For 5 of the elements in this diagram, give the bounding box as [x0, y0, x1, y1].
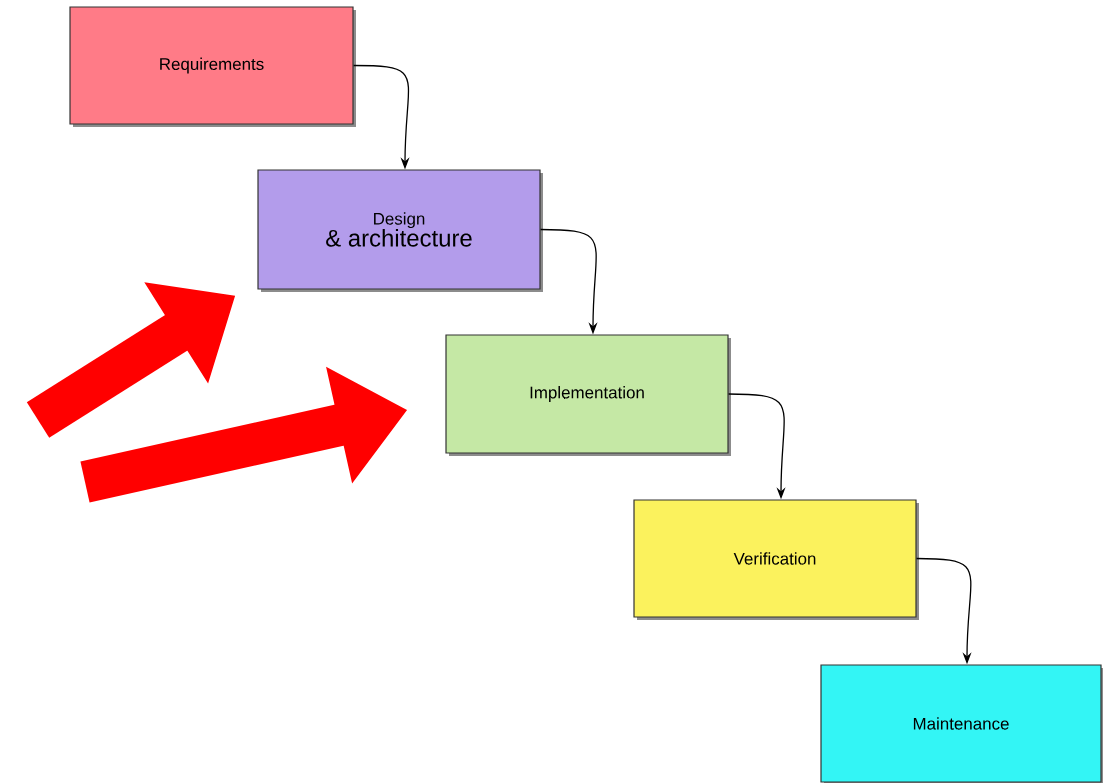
process-box: Requirements: [69, 6, 356, 127]
process-box: Verification: [633, 499, 919, 620]
process-box: Design & architecture: [257, 169, 543, 292]
process-box: Maintenance: [820, 664, 1103, 783]
process-box: Implementation: [445, 334, 731, 456]
